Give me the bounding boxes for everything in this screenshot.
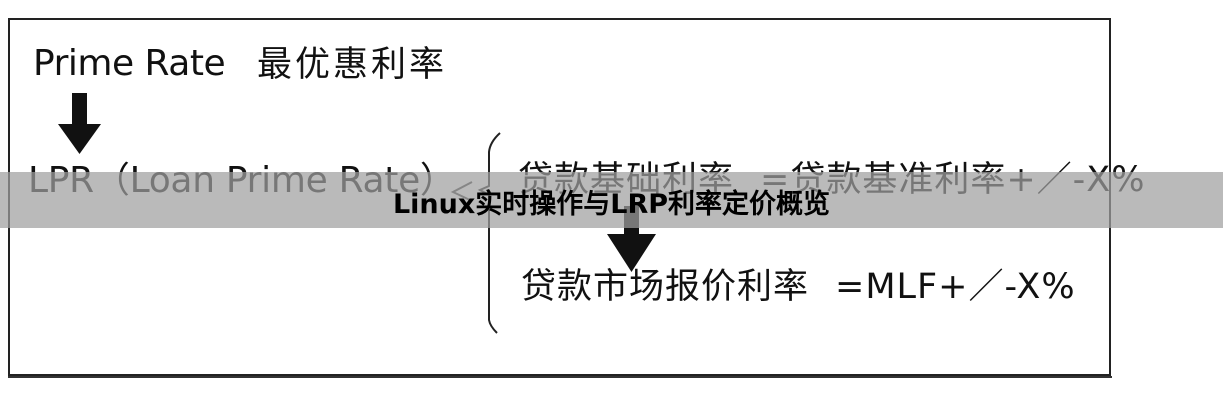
branch-row-2: 贷款市场报价利率 =MLF+／-X%	[521, 270, 1076, 305]
prime-rate-english: Prime Rate	[33, 43, 226, 84]
prime-rate-chinese: 最优惠利率	[257, 45, 448, 85]
arrow-down-icon	[58, 93, 101, 154]
brace-shape	[477, 132, 501, 334]
branch-formula: =MLF+／-X%	[835, 267, 1076, 307]
branch-name: 贷款市场报价利率	[521, 267, 810, 307]
banner-title: Linux实时操作与LRP利率定价概览	[392, 188, 831, 220]
title-banner	[0, 172, 1223, 228]
